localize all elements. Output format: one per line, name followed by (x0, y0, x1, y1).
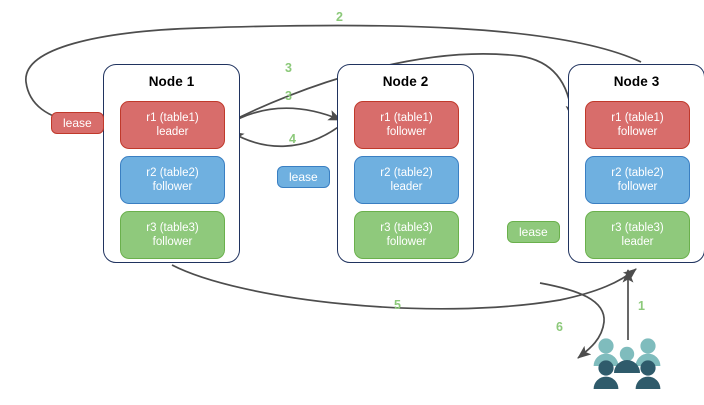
replica-r1[interactable]: r1 (table1) follower (585, 101, 690, 149)
step-label-3-lower: 3 (285, 89, 292, 103)
node-box-3[interactable]: Node 3 r1 (table1) follower r2 (table2) … (568, 64, 704, 263)
step-label-4: 4 (289, 132, 296, 146)
replica-r2[interactable]: r2 (table2) follower (585, 156, 690, 204)
replica-name: r2 (table2) (611, 167, 664, 179)
replica-role: leader (390, 181, 423, 193)
replica-r1[interactable]: r1 (table1) follower (354, 101, 459, 149)
lease-badge-red[interactable]: lease (51, 112, 104, 134)
lease-badge-green[interactable]: lease (507, 221, 560, 243)
replica-r3[interactable]: r3 (table3) follower (354, 211, 459, 259)
replica-role: leader (621, 236, 654, 248)
replica-role: follower (152, 181, 193, 193)
replica-role: follower (617, 181, 658, 193)
edge-step-5 (171, 264, 637, 310)
replica-r2[interactable]: r2 (table2) follower (120, 156, 225, 204)
replica-name: r3 (table3) (146, 222, 199, 234)
node-box-2[interactable]: Node 2 r1 (table1) follower r2 (table2) … (337, 64, 474, 263)
replica-r1[interactable]: r1 (table1) leader (120, 101, 225, 149)
replica-name: r3 (table3) (380, 222, 433, 234)
replica-r2[interactable]: r2 (table2) leader (354, 156, 459, 204)
lease-badge-blue[interactable]: lease (277, 166, 330, 188)
replica-r3[interactable]: r3 (table3) leader (585, 211, 690, 259)
users-icon (593, 338, 661, 389)
replica-role: follower (386, 126, 427, 138)
step-label-5: 5 (394, 298, 401, 312)
node-box-1[interactable]: Node 1 r1 (table1) leader r2 (table2) fo… (103, 64, 240, 263)
step-label-3-upper: 3 (285, 61, 292, 75)
node-title: Node 2 (382, 74, 429, 89)
step-label-1: 1 (638, 299, 645, 313)
step-label-2: 2 (336, 10, 343, 24)
node-title: Node 3 (613, 74, 660, 89)
edge-step-3-to-node2 (226, 107, 342, 126)
replica-role: follower (617, 126, 658, 138)
replica-name: r2 (table2) (146, 167, 199, 179)
node-title: Node 1 (148, 74, 195, 89)
replica-name: r2 (table2) (380, 167, 433, 179)
replica-role: follower (386, 236, 427, 248)
replica-name: r1 (table1) (611, 112, 664, 124)
replica-name: r1 (table1) (380, 112, 433, 124)
replica-role: follower (152, 236, 193, 248)
step-label-6: 6 (556, 320, 563, 334)
replica-r3[interactable]: r3 (table3) follower (120, 211, 225, 259)
replica-name: r3 (table3) (611, 222, 664, 234)
replica-name: r1 (table1) (146, 112, 199, 124)
replica-role: leader (156, 126, 189, 138)
edge-step-4 (230, 124, 342, 147)
